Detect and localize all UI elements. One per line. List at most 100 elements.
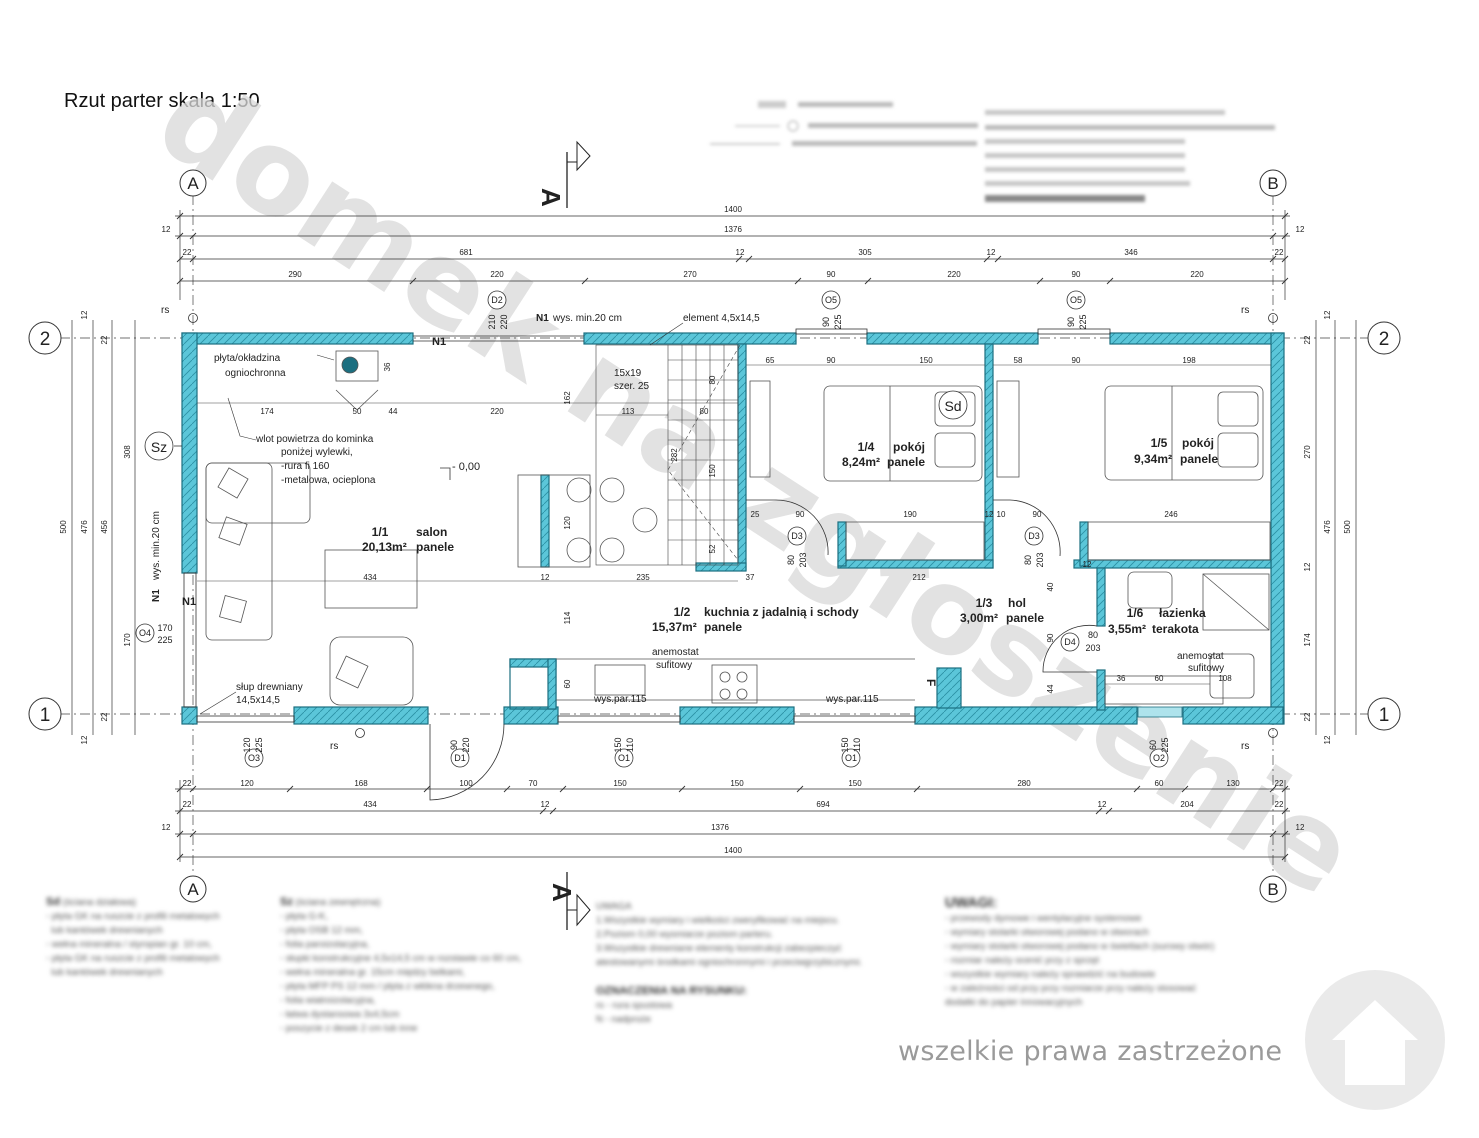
rs-markers bbox=[188, 313, 1278, 738]
svg-text:220: 220 bbox=[490, 270, 504, 279]
svg-text:1/1: 1/1 bbox=[372, 525, 389, 539]
svg-text:panele: panele bbox=[1006, 611, 1044, 625]
note-n1-left: N1 bbox=[151, 589, 162, 602]
svg-text:150: 150 bbox=[919, 356, 933, 365]
svg-text:90: 90 bbox=[449, 740, 459, 750]
svg-text:150: 150 bbox=[848, 779, 862, 788]
notes-sd-blurred: Sd (ściana działowa)- płyta GK na ruszci… bbox=[46, 896, 220, 978]
annotations: płyta/okładzina ogniochronna wlot powiet… bbox=[151, 305, 1249, 752]
svg-text:65: 65 bbox=[766, 356, 775, 365]
svg-text:rs: rs bbox=[330, 741, 338, 752]
svg-text:14,5x14,5: 14,5x14,5 bbox=[236, 695, 280, 706]
opening-D4: D4 bbox=[1064, 637, 1076, 647]
svg-text:pokój: pokój bbox=[1182, 436, 1214, 450]
svg-text:150: 150 bbox=[840, 737, 850, 752]
svg-text:ogniochronna: ogniochronna bbox=[225, 368, 286, 379]
svg-text:22: 22 bbox=[1275, 779, 1284, 788]
svg-text:90: 90 bbox=[827, 356, 836, 365]
opening-O4: O4 bbox=[139, 628, 151, 638]
svg-text:sufitowy: sufitowy bbox=[1188, 663, 1224, 674]
svg-text:8,24m²: 8,24m² bbox=[842, 455, 880, 469]
svg-text:203: 203 bbox=[798, 552, 808, 567]
wall-int-stairs-b bbox=[695, 562, 747, 572]
svg-text:212: 212 bbox=[912, 573, 926, 582]
svg-text:10: 10 bbox=[997, 510, 1006, 519]
opening-O5-1: O5 bbox=[825, 295, 837, 305]
wall-bottom-1 bbox=[293, 706, 429, 725]
svg-text:282: 282 bbox=[670, 448, 679, 462]
svg-text:22: 22 bbox=[183, 800, 192, 809]
svg-text:40: 40 bbox=[1046, 582, 1055, 591]
sz-marker: Sz bbox=[144, 431, 182, 461]
wall-int-room4-l bbox=[837, 521, 847, 567]
svg-text:108: 108 bbox=[1218, 674, 1232, 683]
stairs bbox=[595, 344, 741, 566]
opening-labels: D2 210 220 O5 90 225 O5 90 225 D3 80 203… bbox=[135, 290, 1170, 768]
axis-1-right: 1 bbox=[1379, 705, 1390, 726]
svg-text:panele: panele bbox=[887, 455, 925, 469]
svg-text:694: 694 bbox=[816, 800, 830, 809]
svg-text:434: 434 bbox=[363, 573, 377, 582]
svg-text:90: 90 bbox=[1046, 633, 1055, 642]
wall-int-stairs bbox=[737, 343, 747, 571]
wall-top-1 bbox=[181, 332, 414, 345]
svg-text:3,55m²: 3,55m² bbox=[1108, 622, 1146, 636]
svg-text:220: 220 bbox=[947, 270, 961, 279]
axis-a-bottom: A bbox=[187, 880, 199, 899]
wall-int-hol bbox=[936, 667, 962, 709]
svg-text:110: 110 bbox=[625, 738, 635, 752]
dimension-lines-top bbox=[71, 210, 1357, 862]
svg-text:90: 90 bbox=[1066, 317, 1076, 327]
wall-int-room5-b bbox=[1073, 559, 1272, 569]
svg-text:120: 120 bbox=[242, 737, 252, 752]
wall-int-kitchen-side bbox=[547, 658, 557, 710]
window-o2 bbox=[1137, 706, 1183, 718]
svg-text:60: 60 bbox=[1155, 779, 1164, 788]
axis-2-right: 2 bbox=[1379, 329, 1390, 350]
svg-text:305: 305 bbox=[858, 248, 872, 257]
svg-text:37: 37 bbox=[746, 573, 755, 582]
svg-text:12: 12 bbox=[1323, 310, 1332, 319]
svg-text:12: 12 bbox=[541, 800, 550, 809]
svg-text:9,34m²: 9,34m² bbox=[1134, 452, 1172, 466]
svg-text:22: 22 bbox=[183, 248, 192, 257]
svg-text:A: A bbox=[536, 188, 566, 207]
svg-text:60: 60 bbox=[1155, 674, 1164, 683]
wall-left-corner bbox=[181, 706, 198, 725]
svg-text:246: 246 bbox=[1164, 510, 1178, 519]
svg-text:N1: N1 bbox=[182, 596, 196, 608]
svg-text:12: 12 bbox=[80, 735, 89, 744]
svg-text:A: A bbox=[547, 883, 577, 902]
interior-dimensions: 174 50 44 220 113 80 80 162 36 65 90 150… bbox=[197, 356, 1271, 693]
svg-text:22: 22 bbox=[1303, 335, 1312, 344]
svg-text:sufitowy: sufitowy bbox=[656, 660, 692, 671]
svg-text:44: 44 bbox=[389, 407, 398, 416]
dimension-labels-vertical: 500 476 456 308 170 12 12 22 22 500 476 … bbox=[59, 310, 1352, 744]
svg-text:panele: panele bbox=[416, 540, 454, 554]
svg-text:12: 12 bbox=[162, 225, 171, 234]
opening-O1-2: O1 bbox=[845, 753, 857, 763]
wall-int-bath-2 bbox=[1096, 669, 1106, 711]
svg-text:łazienka: łazienka bbox=[1159, 606, 1206, 620]
wall-bottom-2 bbox=[503, 706, 559, 725]
svg-text:wys. min.20 cm: wys. min.20 cm bbox=[552, 313, 622, 324]
svg-text:salon: salon bbox=[416, 525, 447, 539]
note-plyta: płyta/okładzina bbox=[214, 353, 281, 364]
svg-text:220: 220 bbox=[461, 737, 471, 752]
svg-text:1/5: 1/5 bbox=[1151, 436, 1168, 450]
svg-text:204: 204 bbox=[1180, 800, 1194, 809]
room-1-2: 1/2 kuchnia z jadalnią i schody 15,37m² … bbox=[652, 605, 859, 634]
dim-top-total: 1400 bbox=[724, 205, 742, 214]
svg-text:szer. 25: szer. 25 bbox=[614, 381, 649, 392]
wall-int-dining bbox=[540, 474, 550, 568]
wall-int-rooms bbox=[984, 343, 994, 569]
svg-text:150: 150 bbox=[730, 779, 744, 788]
svg-text:pokój: pokój bbox=[893, 440, 925, 454]
svg-text:Sz: Sz bbox=[151, 439, 167, 455]
svg-text:12: 12 bbox=[162, 823, 171, 832]
svg-text:90: 90 bbox=[1072, 270, 1081, 279]
svg-text:456: 456 bbox=[100, 520, 109, 534]
wall-top-4 bbox=[1109, 332, 1285, 345]
svg-text:225: 225 bbox=[157, 635, 172, 645]
